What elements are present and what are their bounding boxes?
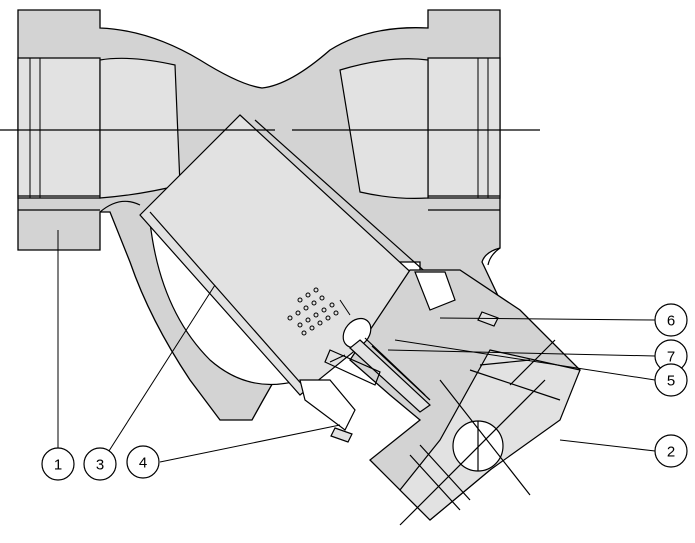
callout-4-label: 4 <box>139 455 147 472</box>
screen-perforations <box>287 287 339 336</box>
callout-6-label: 6 <box>667 313 675 330</box>
callout-balloons: 1 3 4 6 7 5 2 <box>41 303 688 481</box>
callout-3-label: 3 <box>96 457 104 474</box>
callout-4: 4 <box>126 445 160 479</box>
seat-gaskets <box>299 271 499 443</box>
callout-2-label: 2 <box>667 444 675 461</box>
cap-assembly <box>349 269 581 526</box>
callout-6: 6 <box>654 303 688 337</box>
callout-1: 1 <box>41 447 75 481</box>
callout-5-label: 5 <box>667 373 675 390</box>
callout-7-label: 7 <box>667 349 675 366</box>
center-bolt <box>324 317 431 413</box>
callout-3: 3 <box>83 447 117 481</box>
callout-leaders <box>57 230 656 466</box>
callout-5: 5 <box>654 363 688 397</box>
callout-2: 2 <box>654 434 688 468</box>
callout-1-label: 1 <box>54 457 62 474</box>
